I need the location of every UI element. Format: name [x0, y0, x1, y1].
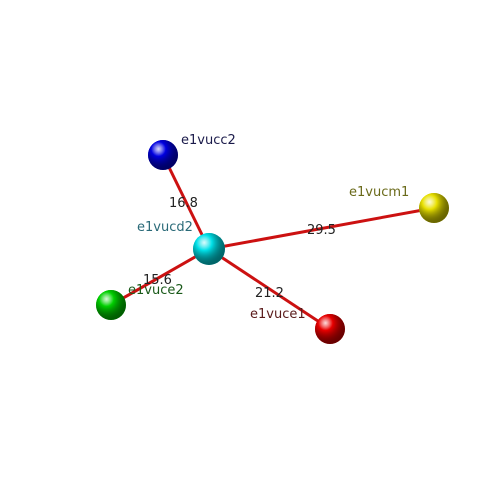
- node-shading-e1vuce1: [315, 314, 345, 344]
- edge-e1vucd2-e1vucc2: [161, 154, 211, 250]
- edge-e1vucd2-e1vucm1: [208, 206, 435, 251]
- node-shading-e1vucd2: [193, 233, 225, 265]
- node-labels-layer: e1vucd2 e1vucc2 e1vucm1 e1vuce2 e1vuce1: [128, 133, 409, 322]
- node-shading-e1vuce2: [96, 290, 126, 320]
- edges-layer: [110, 154, 435, 331]
- edge-label: 16.8: [169, 196, 198, 211]
- edge-labels-layer: 16.8 29.5 15.6 21.2: [143, 196, 336, 301]
- node-label-e1vuce2: e1vuce2: [128, 283, 184, 298]
- edge-label: 29.5: [307, 223, 336, 238]
- node-shading-e1vucm1: [419, 193, 449, 223]
- node-label-e1vucm1: e1vucm1: [349, 185, 409, 200]
- node-label-e1vucd2: e1vucd2: [137, 220, 193, 235]
- nodes-layer: [96, 140, 449, 344]
- node-label-e1vuce1: e1vuce1: [250, 307, 306, 322]
- edge-e1vucd2-e1vuce1: [208, 247, 331, 331]
- edge-e1vucd2-e1vuce2: [110, 247, 210, 307]
- node-shading-e1vucc2: [148, 140, 178, 170]
- edge-label: 21.2: [255, 286, 284, 301]
- edge-label: 15.6: [143, 273, 172, 288]
- node-label-e1vucc2: e1vucc2: [181, 133, 236, 148]
